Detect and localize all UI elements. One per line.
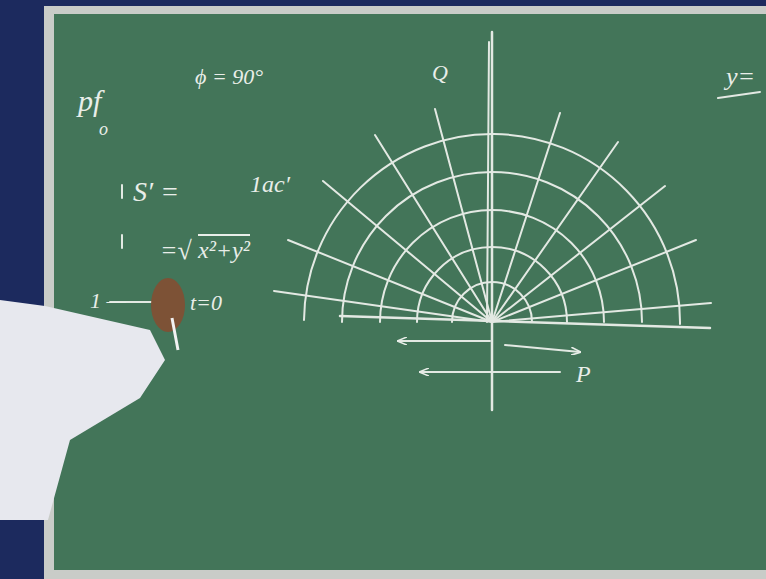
angle-label: ϕ = 90°	[195, 66, 263, 88]
subscript-mark: o	[99, 120, 108, 138]
point-label: P	[576, 362, 591, 386]
formula-text: y=	[726, 64, 755, 90]
formula-text: x²+y²	[198, 234, 250, 262]
board-frame	[44, 6, 766, 579]
formula-text: t=0	[190, 292, 222, 314]
point-label: Q	[432, 62, 448, 84]
formula-text: 1ac′	[250, 172, 290, 196]
formula-text: pf	[78, 86, 101, 116]
formula-text: 1 —	[90, 290, 126, 312]
formula-text: S′ =	[133, 178, 179, 206]
lecturer-arm	[0, 278, 185, 520]
chalkboard	[54, 14, 766, 570]
flow-net	[110, 32, 760, 410]
formula-text: =√	[160, 238, 192, 264]
